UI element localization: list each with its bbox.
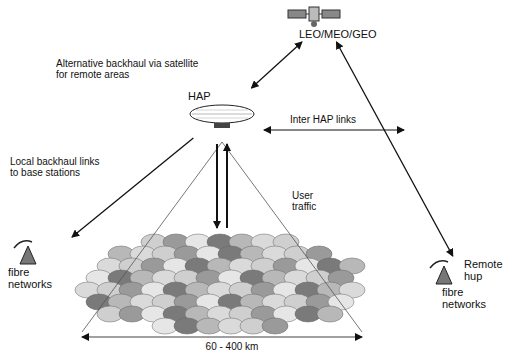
inter-hap-arrow (264, 130, 404, 131)
hub-row: Remote hup (424, 258, 512, 286)
node-label: fibre networks (8, 266, 58, 290)
icon-holder (188, 102, 260, 136)
satellite-icon (285, 2, 345, 28)
link-label: Alternative backhaul via satellite for r… (56, 58, 206, 80)
node-label: LEO/MEO/GEO (299, 28, 365, 40)
antenna-icon (8, 238, 48, 266)
link-label: Local backhaul links to base stations (10, 156, 110, 178)
icon-holder (424, 258, 464, 286)
traffic-label: User traffic (292, 190, 334, 212)
dimension-line (82, 337, 362, 338)
cell (262, 318, 288, 334)
remote-hub: Remote hupfibre networks (424, 258, 512, 310)
satellite: LEO/MEO/GEO (285, 2, 365, 40)
airship-icon (188, 102, 258, 136)
icon-holder (8, 238, 70, 266)
node-sublabel: fibre networks (442, 286, 494, 310)
hap-platform: HAP (188, 90, 260, 136)
ground-station: fibre networks (8, 238, 70, 290)
icon-holder (285, 2, 365, 28)
user-traffic-arrow (216, 144, 218, 228)
link-arrow (251, 42, 302, 88)
cell (317, 306, 343, 322)
link-arrow (72, 138, 193, 237)
antenna-icon (424, 258, 464, 286)
link-arrow (336, 42, 452, 256)
user-traffic-arrow (226, 144, 228, 228)
coverage-line (222, 142, 362, 332)
node-label: HAP (188, 90, 260, 102)
dimension-label: 60 - 400 km (192, 341, 272, 352)
cell-pattern (75, 234, 365, 334)
node-label: Remote hup (464, 258, 508, 286)
link-label: Inter HAP links (290, 114, 366, 125)
